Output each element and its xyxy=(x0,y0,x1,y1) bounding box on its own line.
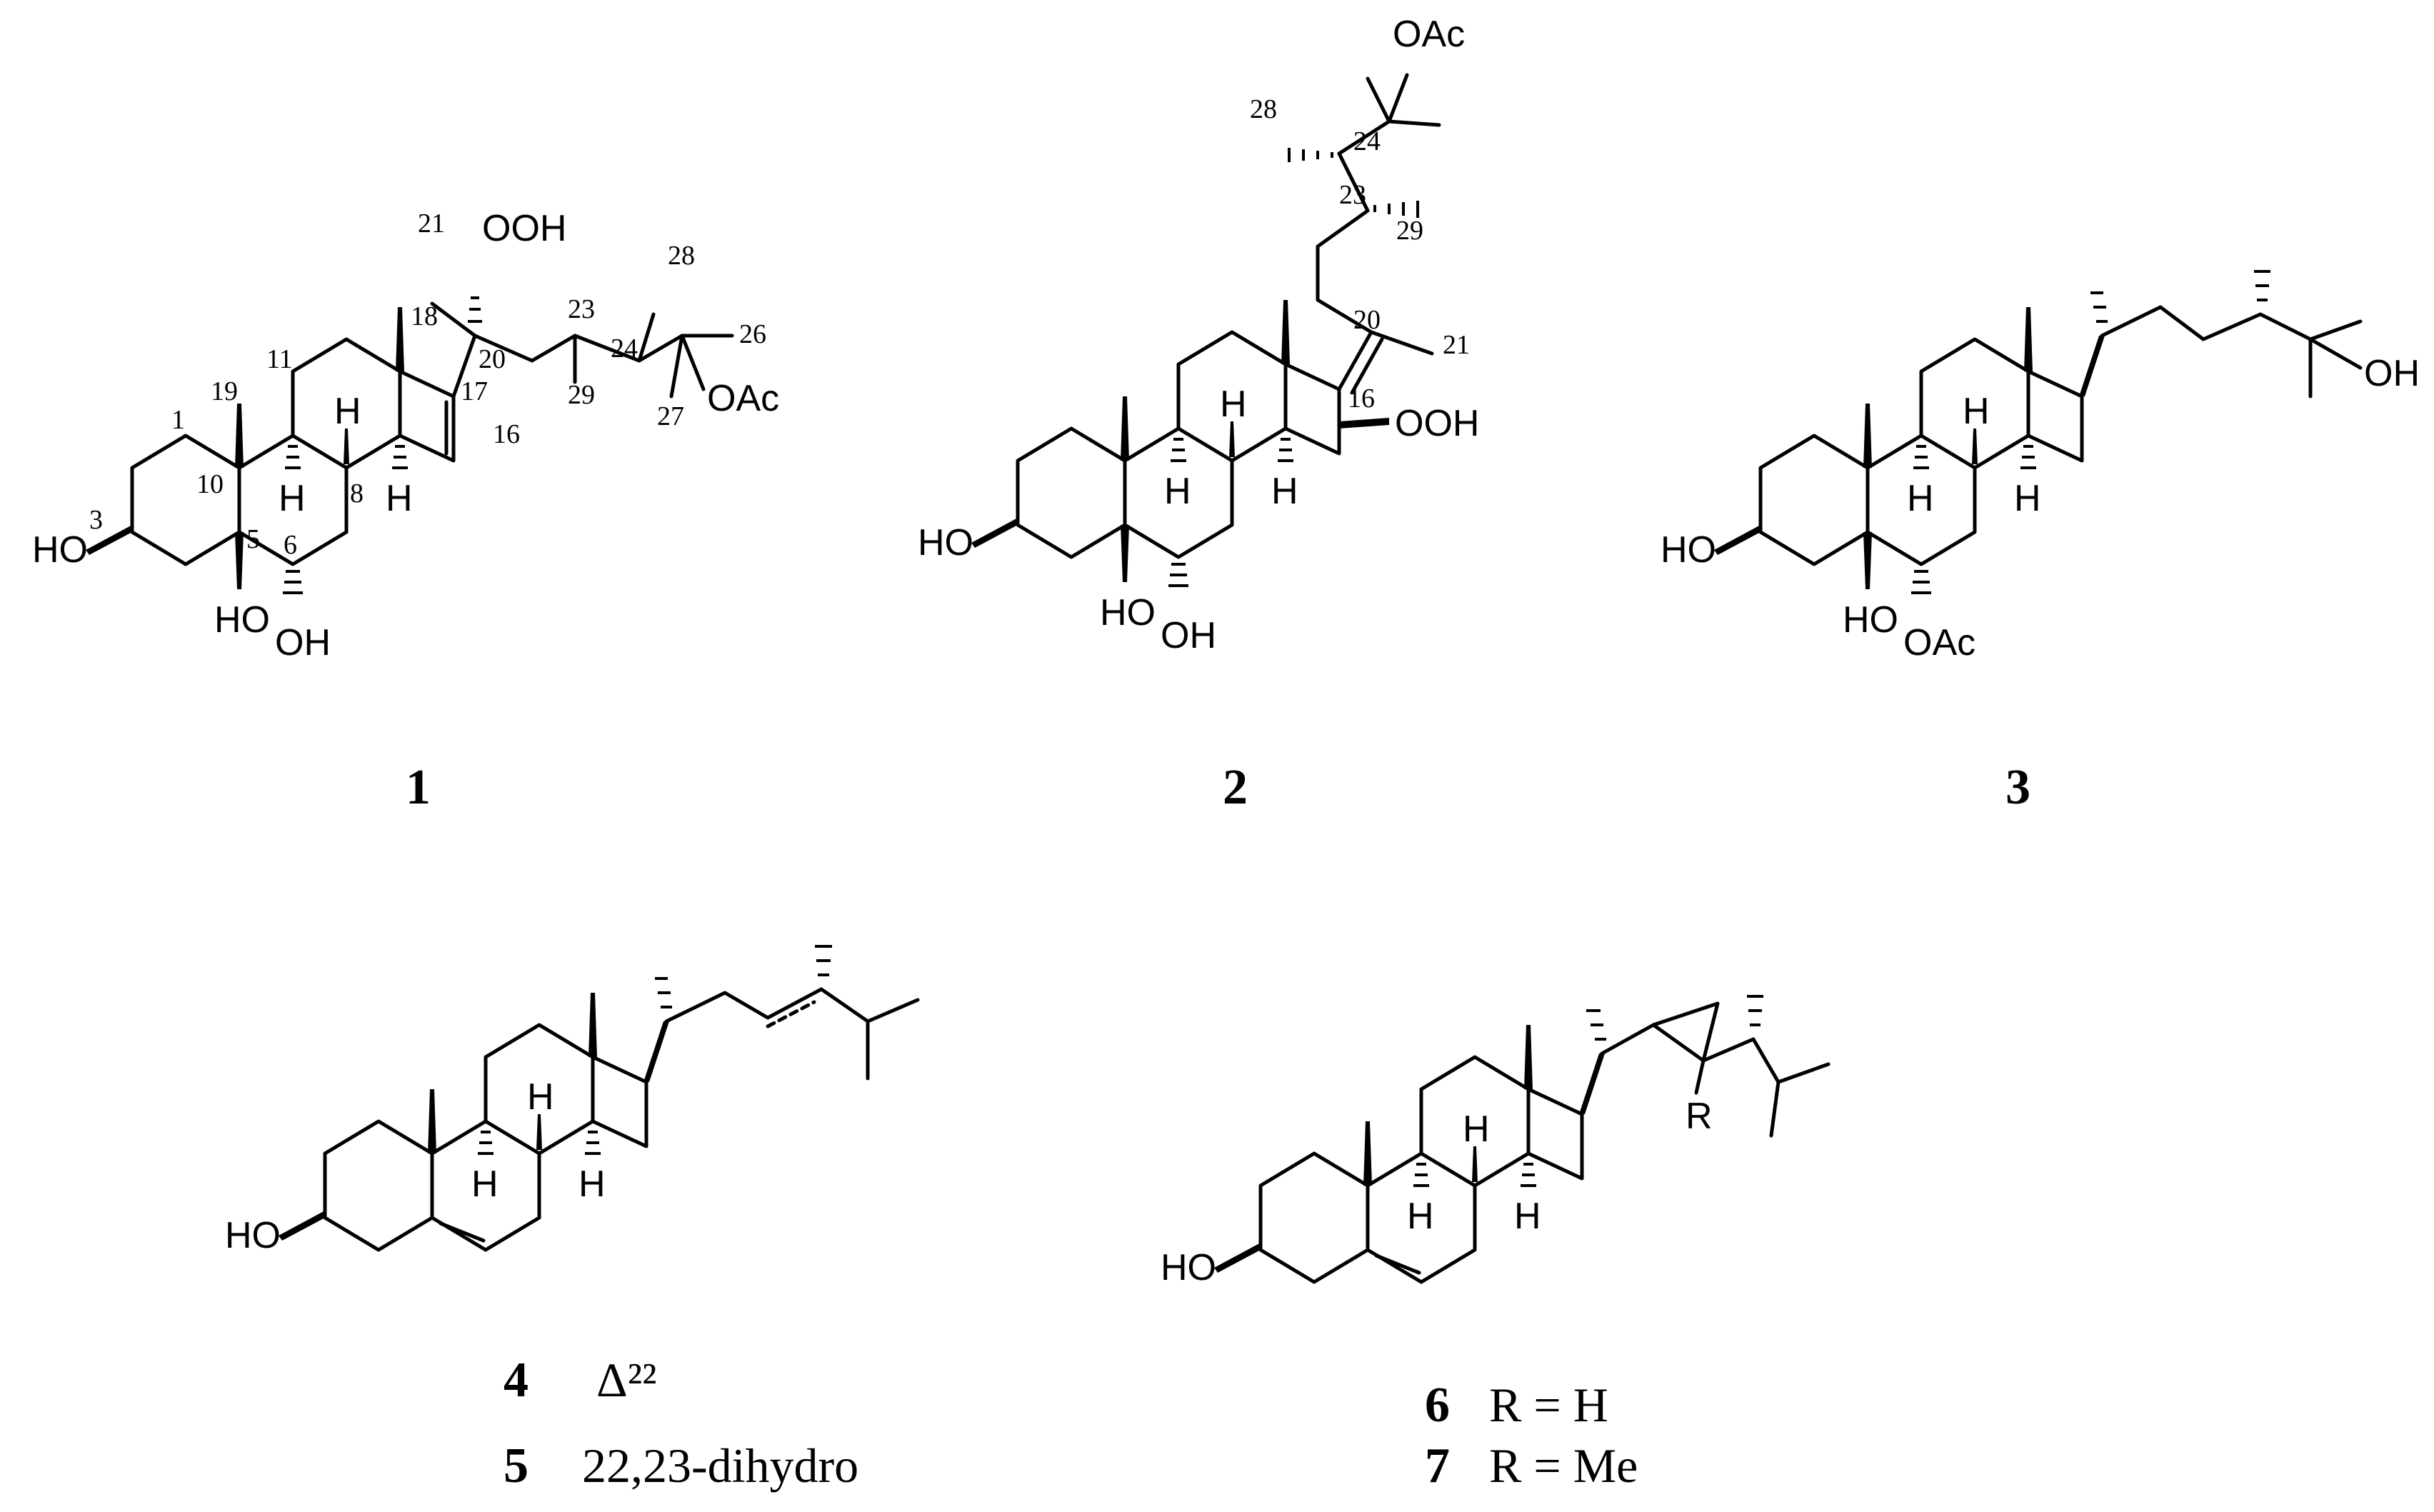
c2-ooh-label: OOH xyxy=(1395,403,1479,444)
c1-num-21: 21 xyxy=(418,209,445,239)
c6-h9-label: H xyxy=(1407,1196,1434,1237)
c2-6-oh-label: OH xyxy=(1161,615,1216,656)
c6-h8-label: H xyxy=(1463,1108,1490,1150)
c3-25-oh-label: OH xyxy=(2364,353,2420,394)
c1-num-17: 17 xyxy=(461,376,488,406)
compound-7-caption: 7 R = Me xyxy=(1425,1438,1638,1493)
c2-3-oh-label: HO xyxy=(918,522,973,564)
c2-num-23: 23 xyxy=(1339,180,1366,210)
c1-num-11: 11 xyxy=(266,344,293,374)
c1-num-6: 6 xyxy=(284,530,297,560)
c3-3-oh-label: HO xyxy=(1661,529,1716,571)
c4-h9-label: H xyxy=(471,1163,499,1205)
c2-h9-label: H xyxy=(1164,471,1191,512)
c2-5-oh-label: HO xyxy=(1100,592,1156,634)
c1-3-oh-label: HO xyxy=(32,529,88,571)
compound-4-caption: 4 Δ²² xyxy=(504,1353,657,1408)
c1-h8-label: H xyxy=(334,391,361,432)
compound-7-note: R = Me xyxy=(1489,1438,1638,1493)
c1-6-oh-label: OH xyxy=(275,622,331,664)
c1-num-26: 26 xyxy=(739,319,766,349)
compound-3-structure: HO HO OAc H H H OH xyxy=(1661,270,2420,664)
c1-num-10: 10 xyxy=(196,469,224,499)
c1-h9-label: H xyxy=(279,478,306,519)
c1-num-5: 5 xyxy=(246,524,260,554)
compound-1-structure: HO HO OH H H H OOH OAc 1 3 5 6 8 10 11 1… xyxy=(32,208,779,664)
compound-6-id: 6 xyxy=(1425,1378,1450,1433)
c3-5-oh-label: HO xyxy=(1843,599,1898,641)
c6-3-oh-label: HO xyxy=(1161,1247,1216,1288)
compound-4-note: Δ²² xyxy=(596,1353,657,1407)
c2-num-24: 24 xyxy=(1353,126,1381,156)
c1-num-3: 3 xyxy=(89,505,103,535)
c1-num-18: 18 xyxy=(411,301,438,331)
c1-num-23: 23 xyxy=(568,294,595,324)
c3-h9-label: H xyxy=(1907,478,1934,519)
c4-3-oh-label: HO xyxy=(225,1215,281,1256)
c1-5-oh-label: HO xyxy=(214,599,270,641)
c3-6-oac-label: OAc xyxy=(1903,622,1975,664)
c1-h14-label: H xyxy=(386,478,413,519)
compound-4-id: 4 xyxy=(504,1353,529,1408)
compound-5-id: 5 xyxy=(504,1438,529,1493)
compound-4-5-structure: HO H H H xyxy=(225,945,920,1256)
c1-num-1: 1 xyxy=(171,405,185,435)
compound-6-caption: 6 R = H xyxy=(1425,1378,1608,1433)
c3-h14-label: H xyxy=(2014,478,2041,519)
c1-num-24: 24 xyxy=(611,334,638,364)
c1-num-16: 16 xyxy=(493,419,520,449)
compound-3-id: 3 xyxy=(2005,760,2030,815)
c2-h8-label: H xyxy=(1220,384,1247,425)
c1-num-20: 20 xyxy=(479,344,506,374)
compound-2-id: 2 xyxy=(1223,760,1248,815)
c3-h8-label: H xyxy=(1963,391,1990,432)
compound-5-caption: 5 22,23-dihydro xyxy=(504,1438,858,1493)
compound-7-id: 7 xyxy=(1425,1438,1450,1493)
c6-h14-label: H xyxy=(1514,1196,1541,1237)
c1-oac-label: OAc xyxy=(707,378,779,419)
c2-num-16: 16 xyxy=(1348,384,1375,414)
compound-2-structure: HO HO OH H H H OOH OAc 16 20 21 23 24 28… xyxy=(918,14,1479,656)
c1-ooh-label: OOH xyxy=(482,208,566,249)
c1-num-8: 8 xyxy=(350,479,364,509)
c2-num-21: 21 xyxy=(1443,330,1470,360)
c1-num-28: 28 xyxy=(668,241,695,271)
compound-6-7-structure: HO H H H R xyxy=(1161,995,1830,1288)
c1-num-29: 29 xyxy=(568,380,595,410)
c2-num-20: 20 xyxy=(1353,305,1381,335)
c4-h14-label: H xyxy=(579,1163,606,1205)
c2-oac-label: OAc xyxy=(1393,14,1465,55)
c4-h8-label: H xyxy=(527,1076,554,1118)
c2-num-29: 29 xyxy=(1396,216,1423,246)
compound-6-note: R = H xyxy=(1489,1378,1608,1432)
compound-1-id: 1 xyxy=(406,760,431,815)
c1-num-27: 27 xyxy=(657,401,684,431)
c1-num-19: 19 xyxy=(211,376,238,406)
c2-num-28: 28 xyxy=(1250,94,1277,124)
c2-h14-label: H xyxy=(1271,471,1298,512)
compound-5-note: 22,23-dihydro xyxy=(582,1438,858,1493)
c6-r-label: R xyxy=(1686,1096,1713,1137)
